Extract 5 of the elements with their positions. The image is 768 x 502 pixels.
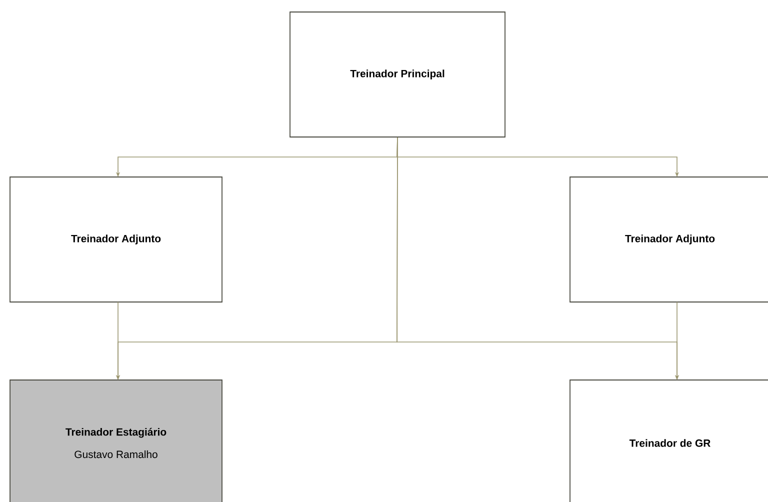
org-box: Treinador Adjunto (10, 176, 222, 302)
org-box: Treinador de GR (570, 380, 768, 502)
org-box: Treinador Principal (290, 12, 506, 138)
org-box: Treinador Estagiário Gustavo Ramalho (10, 380, 222, 502)
org-box: Treinador Adjunto (570, 176, 768, 302)
